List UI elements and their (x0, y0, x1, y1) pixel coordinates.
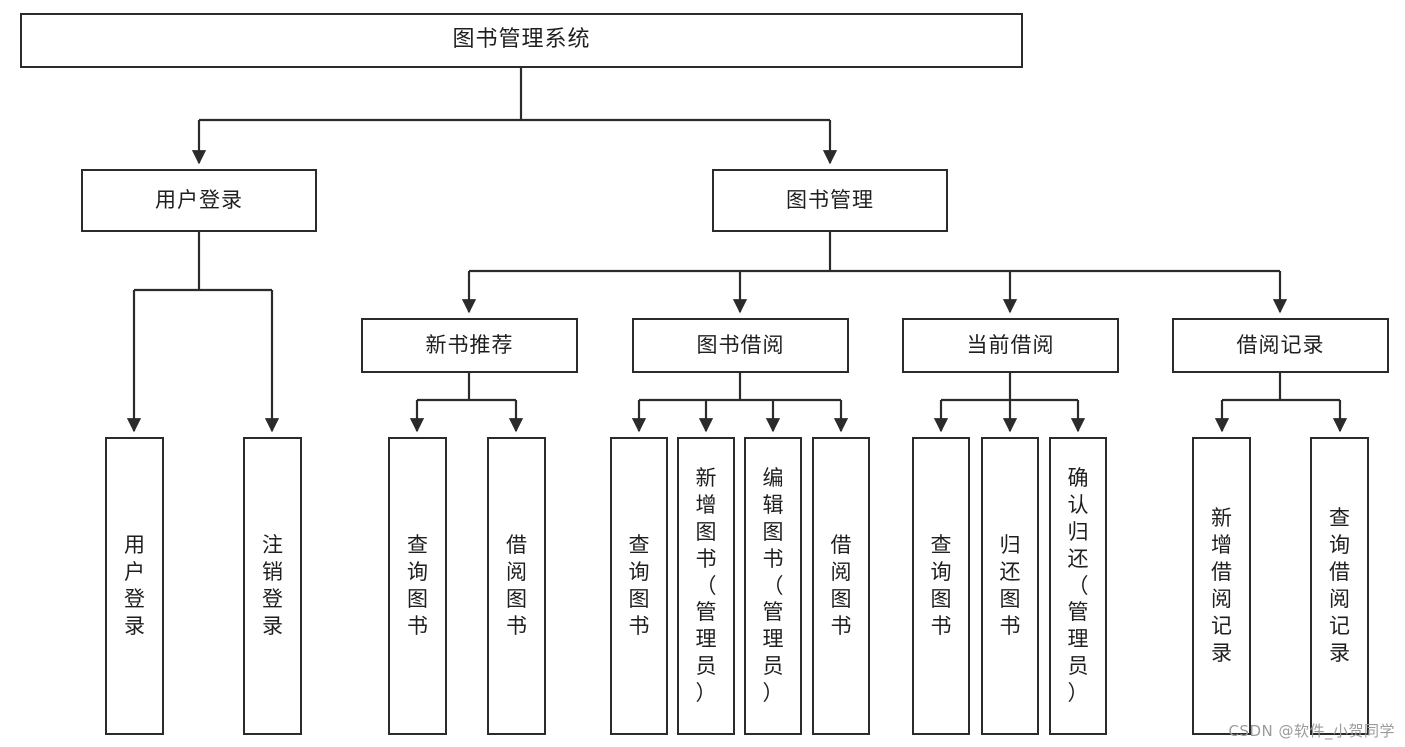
node-leaf-br-query-record[interactable]: 查 询 借 阅 记 录 (1310, 437, 1369, 735)
node-label: 编 辑 图 书 （ 管 理 员 ） (762, 466, 784, 706)
watermark-csdn: CSDN @软件_小贺同学 (1228, 722, 1395, 740)
node-label: 确 认 归 还 （ 管 理 员 ） (1067, 466, 1089, 706)
node-leaf-nbr-borrow-book[interactable]: 借 阅 图 书 (487, 437, 546, 735)
node-leaf-bb-edit-book[interactable]: 编 辑 图 书 （ 管 理 员 ） (744, 437, 802, 735)
node-leaf-nbr-query-book[interactable]: 查 询 图 书 (388, 437, 447, 735)
node-label: 借 阅 图 书 (830, 533, 852, 638)
node-new-book-recommend[interactable]: 新书推荐 (361, 318, 578, 373)
node-label: 借阅记录 (1236, 332, 1325, 357)
node-leaf-user-logout[interactable]: 注 销 登 录 (243, 437, 302, 735)
node-label: 新 增 借 阅 记 录 (1211, 506, 1232, 665)
node-label: 归 还 图 书 (999, 533, 1021, 638)
node-label: 查 询 图 书 (628, 533, 650, 638)
node-label: 注 销 登 录 (262, 533, 283, 638)
node-label: 新 增 图 书 （ 管 理 员 ） (695, 466, 717, 706)
node-label: 查 询 图 书 (407, 533, 428, 638)
node-leaf-bb-borrow-book[interactable]: 借 阅 图 书 (812, 437, 870, 735)
node-label: 图书管理系统 (452, 27, 591, 53)
node-label: 图书借阅 (696, 332, 785, 357)
node-borrow-record[interactable]: 借阅记录 (1172, 318, 1389, 373)
node-leaf-user-login[interactable]: 用 户 登 录 (105, 437, 164, 735)
node-book-borrow[interactable]: 图书借阅 (632, 318, 849, 373)
node-label: 查 询 图 书 (930, 533, 952, 638)
node-label: 图书管理 (786, 187, 874, 212)
node-current-borrow[interactable]: 当前借阅 (902, 318, 1119, 373)
node-leaf-cb-query-book[interactable]: 查 询 图 书 (912, 437, 970, 735)
node-user-login[interactable]: 用户登录 (81, 169, 317, 232)
node-label: 借 阅 图 书 (506, 533, 527, 638)
node-label: 查 询 借 阅 记 录 (1329, 506, 1350, 665)
node-leaf-cb-confirm-return[interactable]: 确 认 归 还 （ 管 理 员 ） (1049, 437, 1107, 735)
node-book-manage[interactable]: 图书管理 (712, 169, 948, 232)
node-leaf-cb-return-book[interactable]: 归 还 图 书 (981, 437, 1039, 735)
node-label: 用户登录 (155, 187, 243, 212)
node-leaf-bb-add-book[interactable]: 新 增 图 书 （ 管 理 员 ） (677, 437, 735, 735)
node-label: 用 户 登 录 (124, 533, 145, 638)
node-root-system[interactable]: 图书管理系统 (20, 13, 1023, 68)
node-leaf-br-add-record[interactable]: 新 增 借 阅 记 录 (1192, 437, 1251, 735)
node-leaf-bb-query-book[interactable]: 查 询 图 书 (610, 437, 668, 735)
node-label: 当前借阅 (966, 332, 1055, 357)
node-label: 新书推荐 (425, 332, 514, 357)
